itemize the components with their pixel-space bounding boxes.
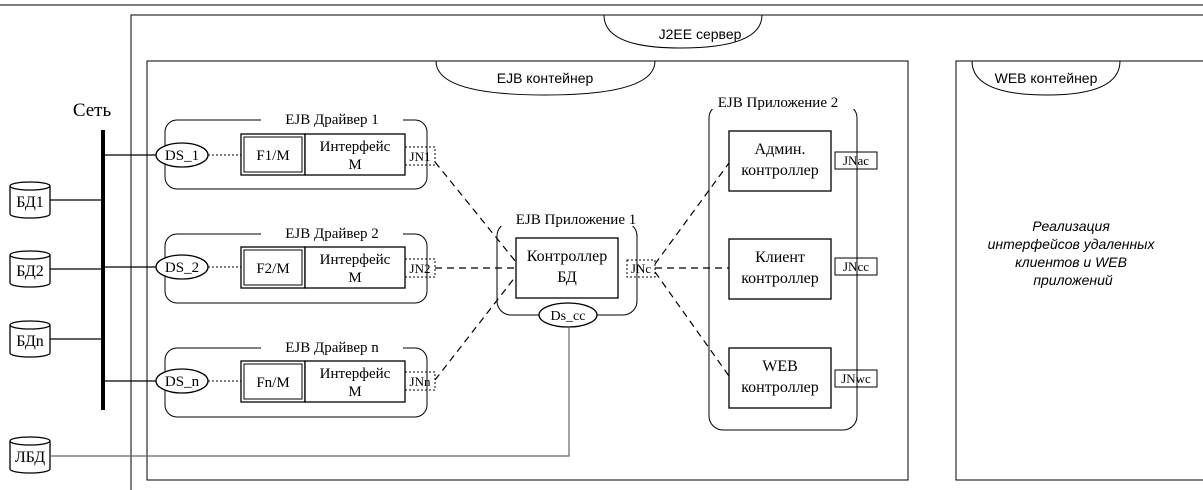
database-bd1: БД1	[9, 181, 51, 219]
ds-label: DS_2	[165, 260, 199, 276]
driver-title: EJB Драйвер 2	[285, 226, 379, 242]
db-label: ЛБД	[15, 449, 45, 466]
server-label: J2EE сервер	[659, 26, 742, 42]
j2ee-server: J2EE сервер	[130, 14, 1203, 490]
network-label: Сеть	[73, 100, 112, 121]
fm-label: F2/M	[256, 261, 289, 277]
ds-label: DS_n	[165, 374, 200, 390]
web-controller-label-1: WEB	[762, 358, 798, 375]
iface-label-1: Интерфейс	[320, 366, 391, 382]
jn-label: JNc	[631, 261, 651, 276]
db-label: БД2	[16, 263, 44, 280]
database-bd2: БД2	[9, 250, 51, 288]
ejb-driver-1: EJB Драйвер 1 DS_1 F1/M Интерфейс M JN1	[155, 112, 436, 190]
ds-cc-node	[538, 302, 598, 328]
app2-title: EJB Приложение 2	[718, 95, 839, 111]
client-controller: Клиент контроллер JNcc	[728, 238, 878, 300]
db-controller	[515, 237, 619, 299]
jn-label: JNwc	[841, 371, 871, 386]
jn-label: JNac	[843, 153, 869, 168]
local-db-link	[50, 328, 570, 457]
fm-label: F1/M	[256, 148, 289, 164]
jn-label: JN2	[410, 261, 431, 276]
link-driver1-controller	[434, 161, 517, 263]
driver-title: EJB Драйвер 1	[285, 112, 379, 128]
iface-label-2: M	[348, 384, 361, 400]
iface-label-1: Интерфейс	[320, 139, 391, 155]
jn-label: JN1	[410, 149, 431, 164]
web-controller: WEB контроллер JNwc	[728, 347, 878, 409]
ejb-driver-2: EJB Драйвер 2 DS_2 F2/M Интерфейс M JN2	[155, 226, 436, 304]
ejb-container: EJB контейнер	[146, 60, 909, 481]
ds-label: DS_1	[165, 148, 199, 164]
web-container-description: Реализация интерфейсов удаленных клиенто…	[988, 218, 1159, 288]
network-bus: Сеть	[50, 100, 156, 410]
db-label: БД1	[16, 194, 44, 211]
web-container-label: WEB контейнер	[995, 70, 1098, 86]
client-controller-label-2: контроллер	[741, 270, 819, 287]
web-container: WEB контейнер Реализация интерфейсов уда…	[955, 60, 1203, 481]
connections	[434, 161, 730, 381]
iface-label-2: M	[348, 270, 361, 286]
iface-label-2: M	[348, 157, 361, 173]
ejb-application-2: EJB Приложение 2 Админ. контроллер JNac …	[694, 95, 878, 431]
iface-label-1: Интерфейс	[320, 252, 391, 268]
fm-label: Fn/M	[256, 375, 289, 391]
controller-label-1: Контроллер	[527, 248, 607, 265]
link-controller-web	[654, 271, 730, 377]
link-drivern-controller	[434, 275, 517, 381]
ejb-application-1: EJB Приложение 1 Контроллер БД JNc Ds_cc	[495, 212, 659, 328]
ejb-driver-n: EJB Драйвер n DS_n Fn/M Интерфейс M JNn	[155, 340, 436, 418]
web-desc-line-2: интерфейсов удаленных	[988, 236, 1156, 252]
driver-title: EJB Драйвер n	[285, 340, 379, 356]
admin-controller: Админ. контроллер JNac	[728, 130, 878, 192]
web-desc-line-1: Реализация	[1032, 218, 1110, 234]
link-controller-admin	[654, 162, 730, 265]
web-controller-label-2: контроллер	[741, 379, 819, 396]
web-desc-line-4: приложений	[1033, 272, 1113, 288]
ds-cc-label: Ds_cc	[551, 309, 586, 324]
ejb-container-label: EJB контейнер	[497, 70, 594, 86]
controller-label-2: БД	[557, 269, 577, 286]
client-controller-label-1: Клиент	[755, 249, 805, 266]
database-lbd: ЛБД	[9, 436, 51, 474]
app1-title: EJB Приложение 1	[516, 212, 637, 228]
database-bdn: БДn	[9, 320, 51, 358]
web-desc-line-3: клиентов и WEB	[1015, 254, 1127, 270]
db-label: БДn	[16, 333, 44, 350]
jn-label: JNn	[410, 374, 431, 389]
admin-controller-label-1: Админ.	[755, 141, 806, 158]
admin-controller-label-2: контроллер	[741, 162, 819, 179]
jn-label: JNcc	[843, 259, 869, 274]
